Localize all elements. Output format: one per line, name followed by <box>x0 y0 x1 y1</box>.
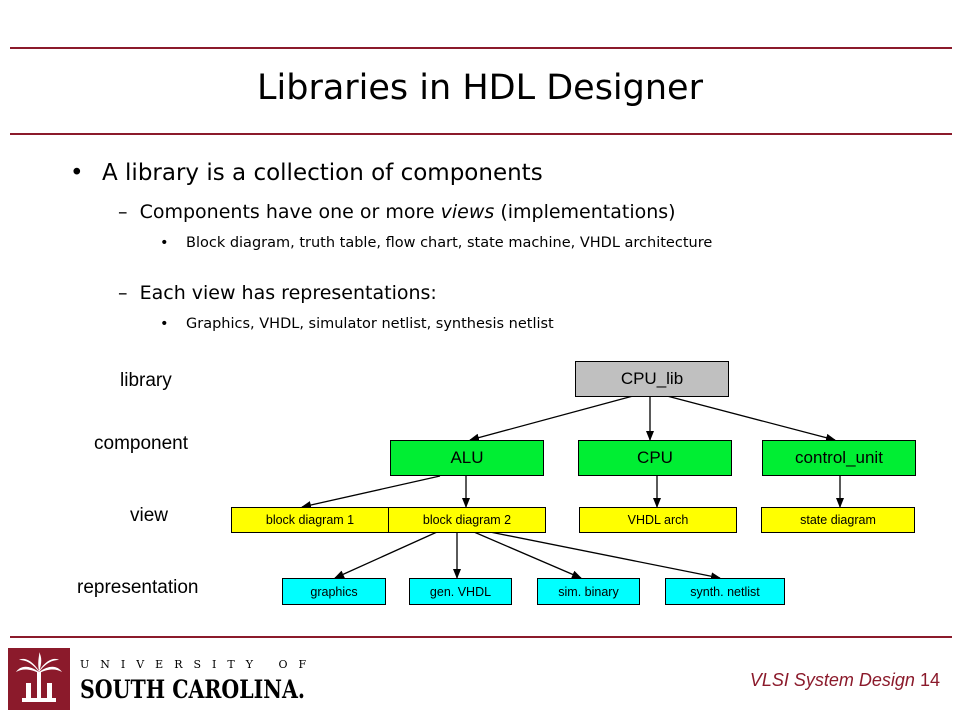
sub-bullet-views-prefix: Components have one or more <box>139 201 441 223</box>
bullet-glyph: • <box>160 235 169 251</box>
bullet-glyph: • <box>70 160 84 186</box>
sub-bullet-views-suffix: (implementations) <box>494 201 676 223</box>
node-representation-sim-binary: sim. binary <box>537 578 640 605</box>
sub-bullet-views: – Components have one or more views (imp… <box>118 201 676 223</box>
edge-alu-bd1 <box>301 475 441 509</box>
top-rule <box>10 47 952 49</box>
footer-course: VLSI System Design <box>749 670 915 690</box>
title-underline-rule <box>10 133 952 135</box>
node-representation-gen-vhdl: gen. VHDL <box>409 578 512 605</box>
node-component-alu: ALU <box>390 440 544 476</box>
level-label-component: component <box>94 433 189 454</box>
edge-bd2-simbinary <box>473 531 582 579</box>
edge-lib-alu <box>469 395 634 442</box>
bullet-glyph: • <box>160 316 169 332</box>
sub-bullet-views-emphasis: views <box>440 201 495 223</box>
edge-bd2-graphics <box>334 531 438 579</box>
sub-bullet-representations-text: Each view has representations: <box>139 282 437 304</box>
footer-rule <box>10 636 952 638</box>
sub-bullet-representations: – Each view has representations: <box>118 282 437 304</box>
node-view-vhdl-arch: VHDL arch <box>579 507 737 533</box>
level-label-view: view <box>130 505 169 526</box>
dash-glyph: – <box>118 201 128 223</box>
node-component-control-unit: control_unit <box>762 440 916 476</box>
detail-views-text: Block diagram, truth table, flow chart, … <box>186 235 713 251</box>
node-representation-synth-netlist: synth. netlist <box>665 578 785 605</box>
palmetto-icon <box>16 652 62 702</box>
logo-top-text: UNIVERSITY OF <box>80 658 308 671</box>
level-label-library: library <box>120 370 172 391</box>
node-view-block-diagram-2: block diagram 2 <box>388 507 546 533</box>
detail-representations-text: Graphics, VHDL, simulator netlist, synth… <box>186 316 554 332</box>
university-logo: UNIVERSITY OF SOUTH CAROLINA. <box>8 648 308 710</box>
bullet-main-text: A library is a collection of components <box>102 160 543 186</box>
logo-bottom-text: SOUTH CAROLINA. <box>80 675 305 704</box>
edge-bd2-synthnetlist <box>489 531 721 581</box>
node-view-state-diagram: state diagram <box>761 507 915 533</box>
node-library-cpu-lib: CPU_lib <box>575 361 729 397</box>
slide-title: Libraries in HDL Designer <box>257 68 703 108</box>
dash-glyph: – <box>118 282 128 304</box>
node-view-block-diagram-1: block diagram 1 <box>231 507 389 533</box>
footer: VLSI System Design 14 <box>750 670 940 691</box>
level-label-representation: representation <box>77 577 199 598</box>
edge-lib-control <box>666 395 836 442</box>
footer-page-number: 14 <box>919 670 940 690</box>
node-component-cpu: CPU <box>578 440 732 476</box>
node-representation-graphics: graphics <box>282 578 386 605</box>
